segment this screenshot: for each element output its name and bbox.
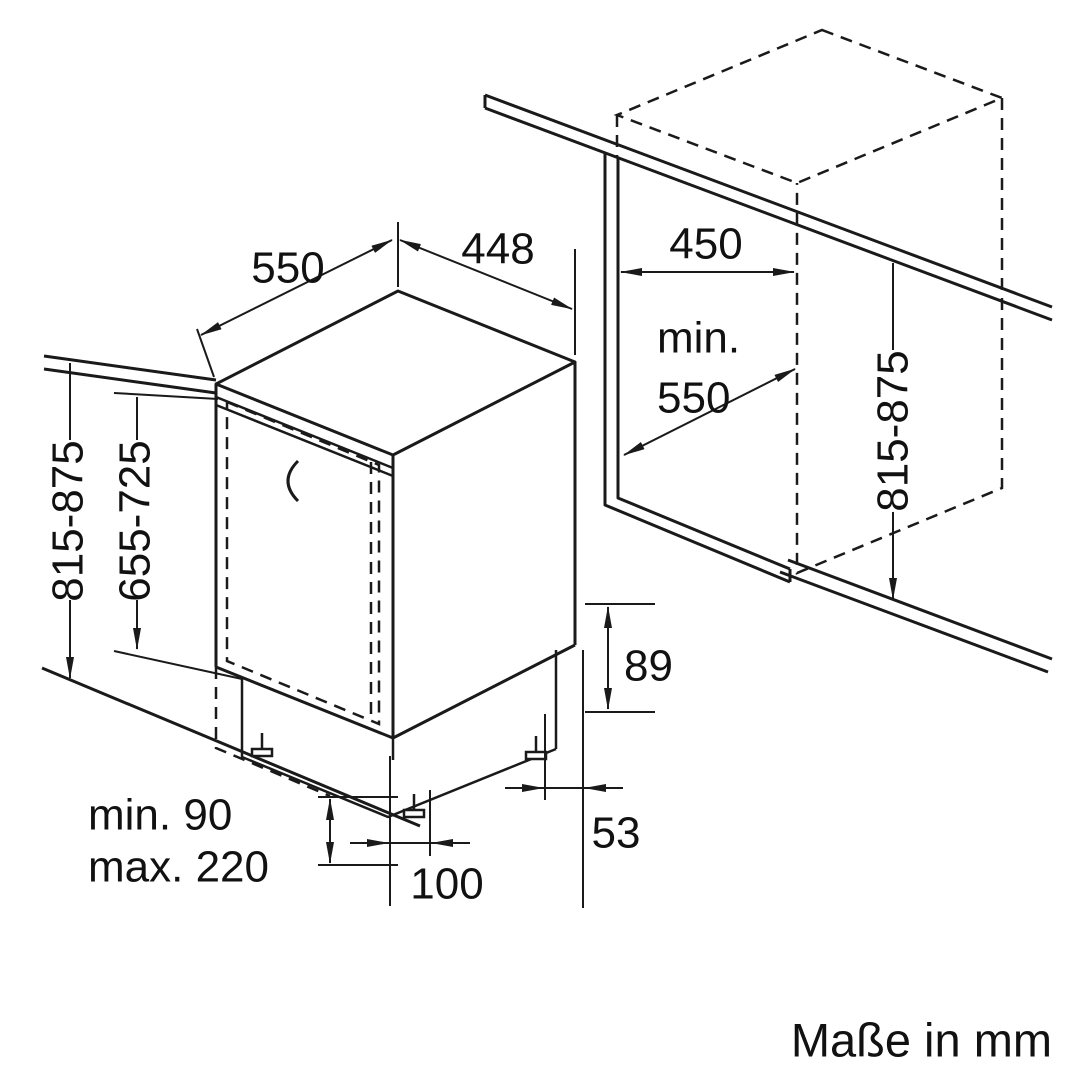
dim-depth-extensions [196,222,399,378]
dim-base-extensions [585,603,655,713]
appliance-drawing [41,289,577,828]
plinth-solid-edges [240,650,558,819]
door-top-edge [215,395,394,478]
niche-drawing [483,28,1053,674]
dim-niche-depth-value: 550 [657,374,730,423]
dim-niche-width-label: 450 [669,220,742,269]
dim-plinth-max-label: max. 220 [88,843,269,892]
floor-line-left [41,666,421,828]
door-panel-dashed [225,400,381,726]
dim-niche-height-label: 815-875 [869,350,918,511]
floor-line-right [779,558,1053,674]
dimension-annotations: 550 448 815-875 655-725 min. 90 max. 220… [44,220,918,909]
dim-plinth-min-label: min. 90 [88,791,232,840]
dim-base-label: 89 [624,642,673,691]
foot-stems [260,733,538,810]
units-caption: Maße in mm [791,1014,1052,1067]
niche-cavity-dashed [613,28,1006,575]
dim-foot-extensions [389,756,431,906]
dim-rearfoot-extensions [544,650,584,908]
dim-height-label: 815-875 [44,440,93,601]
dim-depth-arrow [200,239,393,336]
plinth-hidden-edges [214,667,331,798]
dim-width-arrow [399,239,573,310]
dim-plinth-extensions [318,796,398,866]
dim-niche-depth-arrow [623,368,796,456]
dim-foot-label: 100 [410,860,483,909]
dim-niche-depth-prefix: min. [657,314,740,363]
dim-width-label: 448 [461,225,534,274]
door-handle [286,459,300,503]
worktop-right-edge [483,93,1053,322]
dim-rearfoot-label: 53 [592,809,641,858]
dim-depth-label: 550 [251,244,324,293]
worktop-left-edge [43,354,217,395]
appliance-body-outline [214,289,577,740]
cabinet-side-panel [603,153,792,584]
dim-door-label: 655-725 [111,440,160,601]
